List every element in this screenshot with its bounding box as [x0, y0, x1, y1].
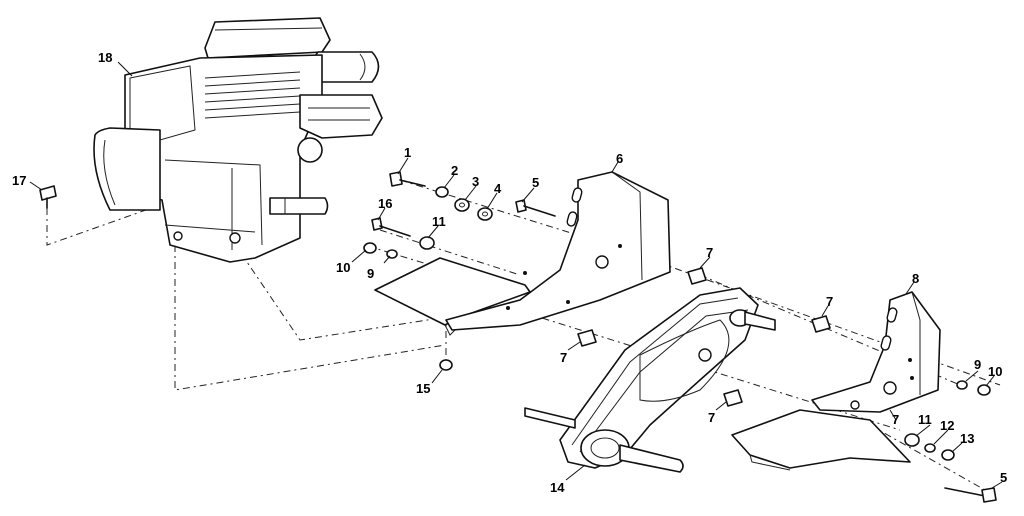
callout-14: 14: [550, 480, 565, 495]
callout-3: 3: [472, 174, 479, 189]
left-bracket: [445, 171, 671, 331]
callout-6: 6: [616, 151, 623, 166]
callout-4: 4: [494, 181, 502, 196]
callout-7-d: 7: [708, 410, 715, 425]
callout-1: 1: [404, 145, 411, 160]
callout-5-upper: 5: [532, 175, 539, 190]
callout-17: 17: [12, 173, 26, 188]
bolt-17: [39, 185, 57, 209]
callout-12: 12: [940, 418, 954, 433]
callout-16: 16: [378, 196, 392, 211]
callout-11-right: 11: [918, 412, 932, 427]
callout-5-lower: 5: [1000, 470, 1007, 485]
callout-7-b: 7: [826, 294, 833, 309]
engine-assembly: [93, 17, 383, 263]
callout-11-left: 11: [432, 214, 446, 229]
chain-case: [524, 287, 776, 473]
callout-2: 2: [451, 163, 458, 178]
callout-labels: 1 2 3 4 5 5 6 7 7 7 7 7 8 9 9 10 10 11 1…: [12, 50, 1007, 495]
callout-10-left: 10: [336, 260, 350, 275]
callout-13: 13: [960, 431, 974, 446]
hardware: [363, 171, 997, 503]
callout-8: 8: [912, 271, 919, 286]
callout-15: 15: [416, 381, 430, 396]
callout-7-c: 7: [560, 350, 567, 365]
callout-9-right: 9: [974, 357, 981, 372]
callout-7-e: 7: [892, 412, 899, 427]
callout-7-a: 7: [706, 245, 713, 260]
callout-9-left: 9: [367, 266, 374, 281]
leader-lines: [29, 61, 1003, 489]
callout-10-right: 10: [988, 364, 1002, 379]
right-bracket: [731, 291, 941, 471]
callout-18: 18: [98, 50, 112, 65]
